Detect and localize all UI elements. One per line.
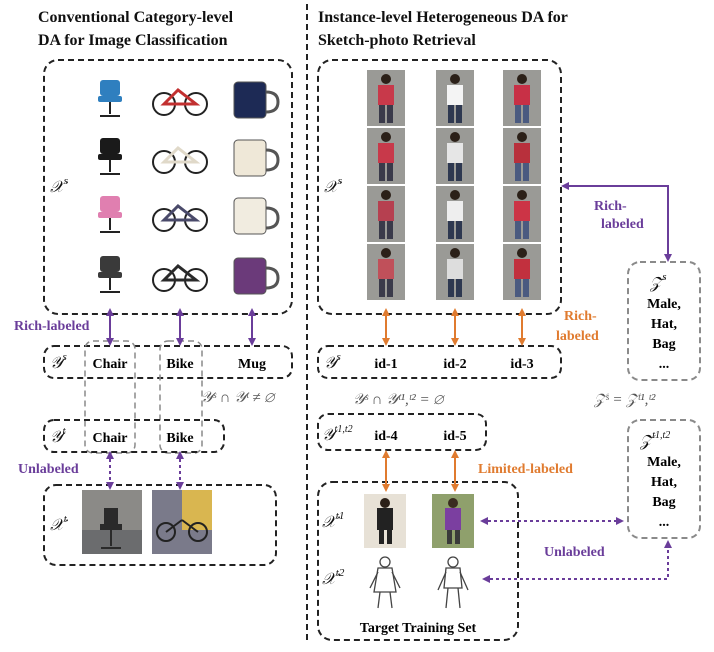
right-xs-symbol: 𝒳s [324,175,343,196]
right-source-person-strips [367,70,541,300]
target-photo-id5 [432,494,474,548]
right-title-line1: Instance-level Heterogeneous DA for [318,9,568,26]
target-training-set-label: Target Training Set [360,621,477,636]
right-source-id-1: id-1 [374,357,397,372]
left-xs-symbol: 𝒳s [50,175,69,196]
left-ys-box [43,345,293,379]
left-ys-symbol: 𝒴s [50,351,67,372]
source-image-gray-chair [98,256,122,293]
right-disjoint-formula: 𝒴ˢ ∩ 𝒴ᵗ¹,ᵗ² = ∅ [353,392,445,408]
target-attr-more: ... [659,515,670,530]
attr-rich-labeled-line2: labeled [601,217,644,232]
right-target-id-4: id-4 [374,429,397,444]
left-yt-box [43,419,225,453]
left-source-images [98,80,280,295]
right-ys-symbol: 𝒴s [324,351,341,372]
left-source-label-bike: Bike [166,357,193,372]
source-image-office-chair [98,138,122,175]
target-sketch-attr-connector [484,544,669,580]
target-attr-bag: Bag [652,495,675,510]
attr-equal-formula: 𝒵ˢ = 𝒵ᵗ¹,ᵗ² [593,392,656,408]
right-limited-labeled: Limited-labeled [478,462,573,477]
source-image-stool [98,80,122,117]
left-source-label-chair: Chair [93,357,128,372]
left-target-photo-chair [82,490,142,554]
right-source-image-box [317,59,562,315]
left-target-photo-bike [152,490,212,554]
left-target-label-chair: Chair [93,431,128,446]
target-attr-male: Male, [647,455,681,470]
left-source-image-box [43,59,293,315]
source-image-painted-mug [233,257,280,295]
right-ys-box [317,345,562,379]
zt-symbol: 𝒵t1,t2 [639,430,670,450]
source-person-strip-1 [367,70,405,300]
attr-unlabeled: Unlabeled [544,545,605,560]
left-xt-box [43,484,277,566]
target-sketch-id4 [369,556,401,609]
source-attribute-box [627,261,701,381]
target-sketch-id5 [437,556,469,609]
target-training-set-box [317,481,519,641]
source-attr-male: Male, [647,297,681,312]
right-target-id-5: id-5 [443,429,466,444]
right-source-id-2: id-2 [443,357,466,372]
source-person-strip-2 [436,70,474,300]
attr-rich-labeled-line1: Rich- [594,199,627,214]
source-image-white-bike [152,146,208,174]
source-attr-connector [563,185,669,258]
left-title-line1: Conventional Category-level [38,9,234,26]
source-attr-hat: Hat, [651,317,677,332]
source-image-mountain-bike [152,204,208,232]
left-overlap-formula: 𝒴ˢ ∩ 𝒴ᵗ ≠ ∅ [201,390,276,406]
right-source-id-3: id-3 [510,357,533,372]
zs-symbol: 𝒵s [649,271,666,292]
left-target-label-bike: Bike [166,431,193,446]
source-image-pink-chair [98,196,122,233]
source-image-black-bike [152,264,208,292]
right-rich-labeled-line2: labeled [556,329,599,344]
right-rich-labeled-line1: Rich- [564,309,597,324]
right-yt-symbol: 𝒴t1,t2 [322,424,353,444]
left-rich-labeled: Rich-labeled [14,319,90,334]
left-title-line2: DA for Image Classification [38,32,228,49]
right-title-line2: Sketch-photo Retrieval [318,32,476,49]
source-image-blue-mug [233,81,280,119]
right-xt2-symbol: 𝒳t2 [322,567,345,588]
source-image-christmas-mug [233,139,280,177]
right-xt1-symbol: 𝒳t1 [322,510,344,531]
source-image-red-bike [152,88,208,116]
right-yt-box [317,413,487,451]
target-attribute-box [627,419,701,539]
source-attr-more: ... [659,357,670,372]
left-xt-symbol: 𝒳t [50,513,69,534]
source-person-strip-3 [503,70,541,300]
left-unlabeled: Unlabeled [18,462,79,477]
source-image-white-mug [233,197,280,235]
left-source-label-mug: Mug [238,357,266,372]
target-photo-id4 [364,494,406,548]
source-attr-bag: Bag [652,337,675,352]
target-attr-hat: Hat, [651,475,677,490]
left-yt-symbol: 𝒴t [50,425,67,446]
